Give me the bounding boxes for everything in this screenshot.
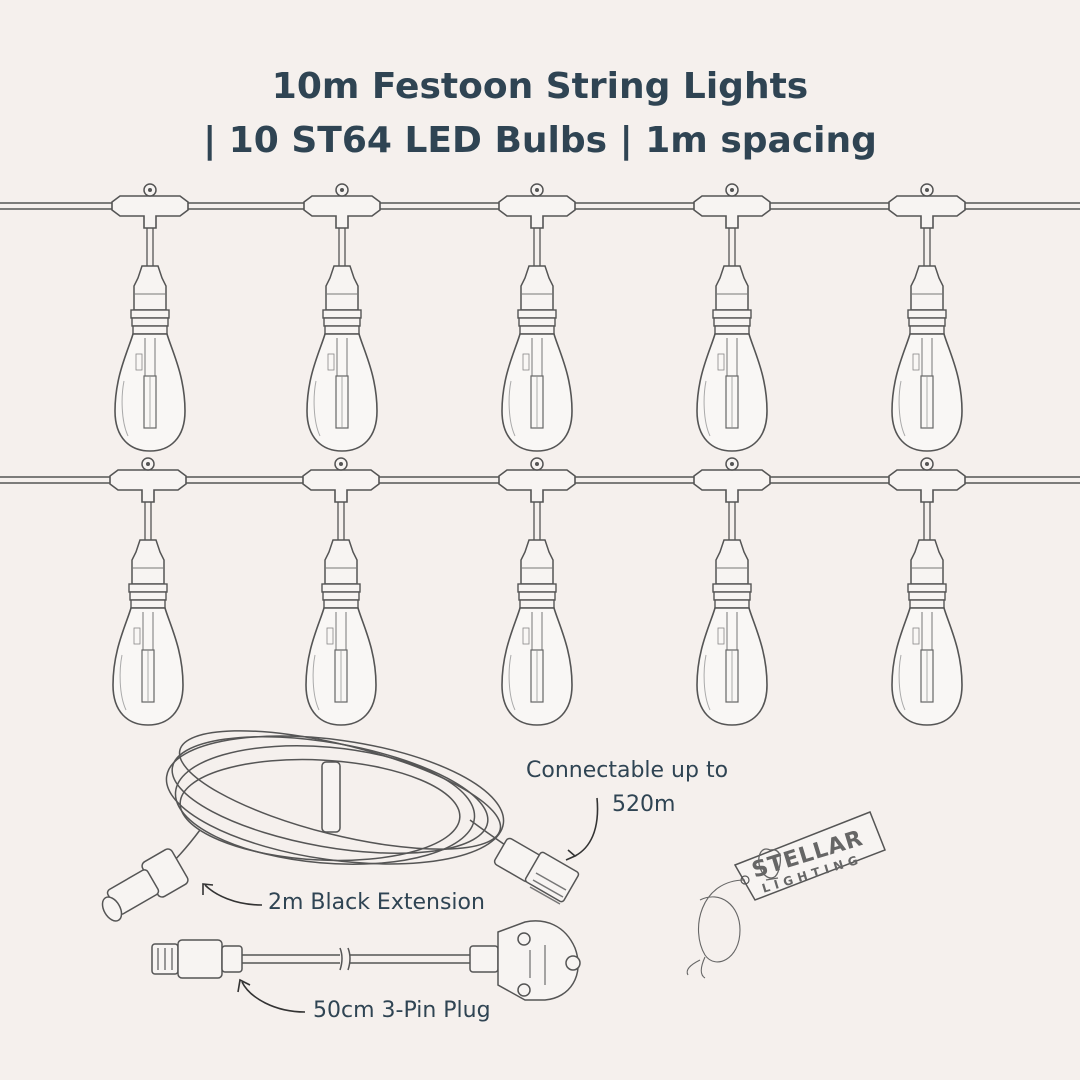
bulb: [888, 183, 966, 452]
plug-connector: [151, 939, 243, 979]
connectable-length-label: 520m: [612, 792, 676, 817]
connectable-label: Connectable up to: [526, 758, 729, 783]
page-subtitle: | 10 ST64 LED Bulbs | 1m spacing: [203, 120, 877, 161]
callout-arrows: [202, 797, 599, 1013]
page-title: 10m Festoon String Lights: [271, 66, 809, 107]
bulb-row-1: [111, 183, 966, 452]
extension-cable-coil: [164, 730, 521, 871]
extension-right-connector: [493, 837, 580, 905]
bulb: [498, 457, 576, 726]
three-pin-plug: [469, 920, 581, 1001]
bulb: [693, 183, 771, 452]
plug-lead: [242, 947, 470, 971]
plug-label: 50cm 3-Pin Plug: [313, 998, 491, 1023]
bulb-row-2: [109, 457, 966, 726]
bulb: [888, 457, 966, 726]
bulb: [303, 183, 381, 452]
bulb: [302, 457, 380, 726]
bulb: [111, 183, 189, 452]
bulb: [498, 183, 576, 452]
bulb: [693, 457, 771, 726]
brand-tag: [686, 811, 886, 979]
extension-left-connector: [101, 848, 189, 922]
extension-label: 2m Black Extension: [268, 890, 485, 915]
bulb: [109, 457, 187, 726]
